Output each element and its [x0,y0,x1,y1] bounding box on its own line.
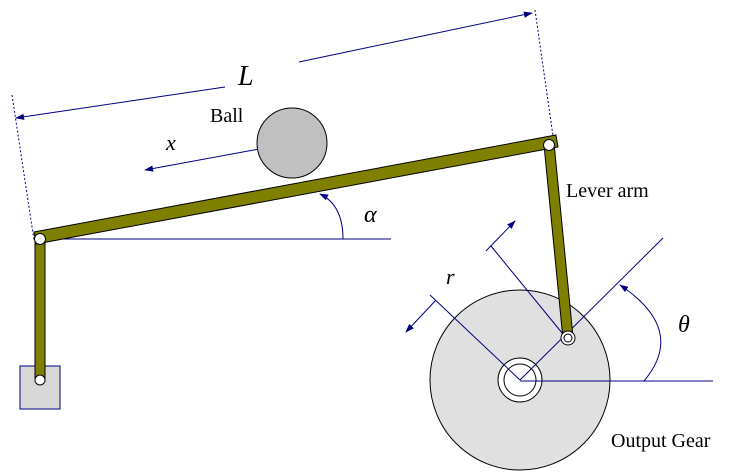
position-label: x [165,130,176,155]
length-label: L [237,61,254,92]
beam-right-pivot [543,139,555,151]
gear-angle-label: θ [678,312,690,338]
gear-radius-line [429,294,521,381]
dimension-arrows [15,11,662,382]
beam-angle-label: α [364,202,377,228]
labels: L Ball x α Lever arm r θ Output Gear [165,61,711,452]
length-arrow-left [15,86,226,120]
beam-left-pivot [34,233,46,245]
beam-angle-arc [319,193,344,240]
gear-angle-arc [619,284,662,382]
crank-direction-line [519,237,664,381]
radius-tick-lower [405,299,437,333]
crank-pin-inner [563,333,573,343]
right-extension-line [534,9,555,144]
left-support-post [34,238,46,382]
output-gear-label: Output Gear [611,430,711,452]
radius-tick-upper [485,220,516,252]
ball-label: Ball [210,105,244,127]
lever-arm-label: Lever arm [566,180,649,202]
radius-label: r [446,264,455,289]
reference-lines [11,9,713,382]
ball [256,107,328,179]
support-pivot [34,374,46,386]
length-arrow-right [298,11,533,63]
linkage [33,134,574,382]
pivots [34,139,576,386]
radius-extension-line [490,245,568,340]
